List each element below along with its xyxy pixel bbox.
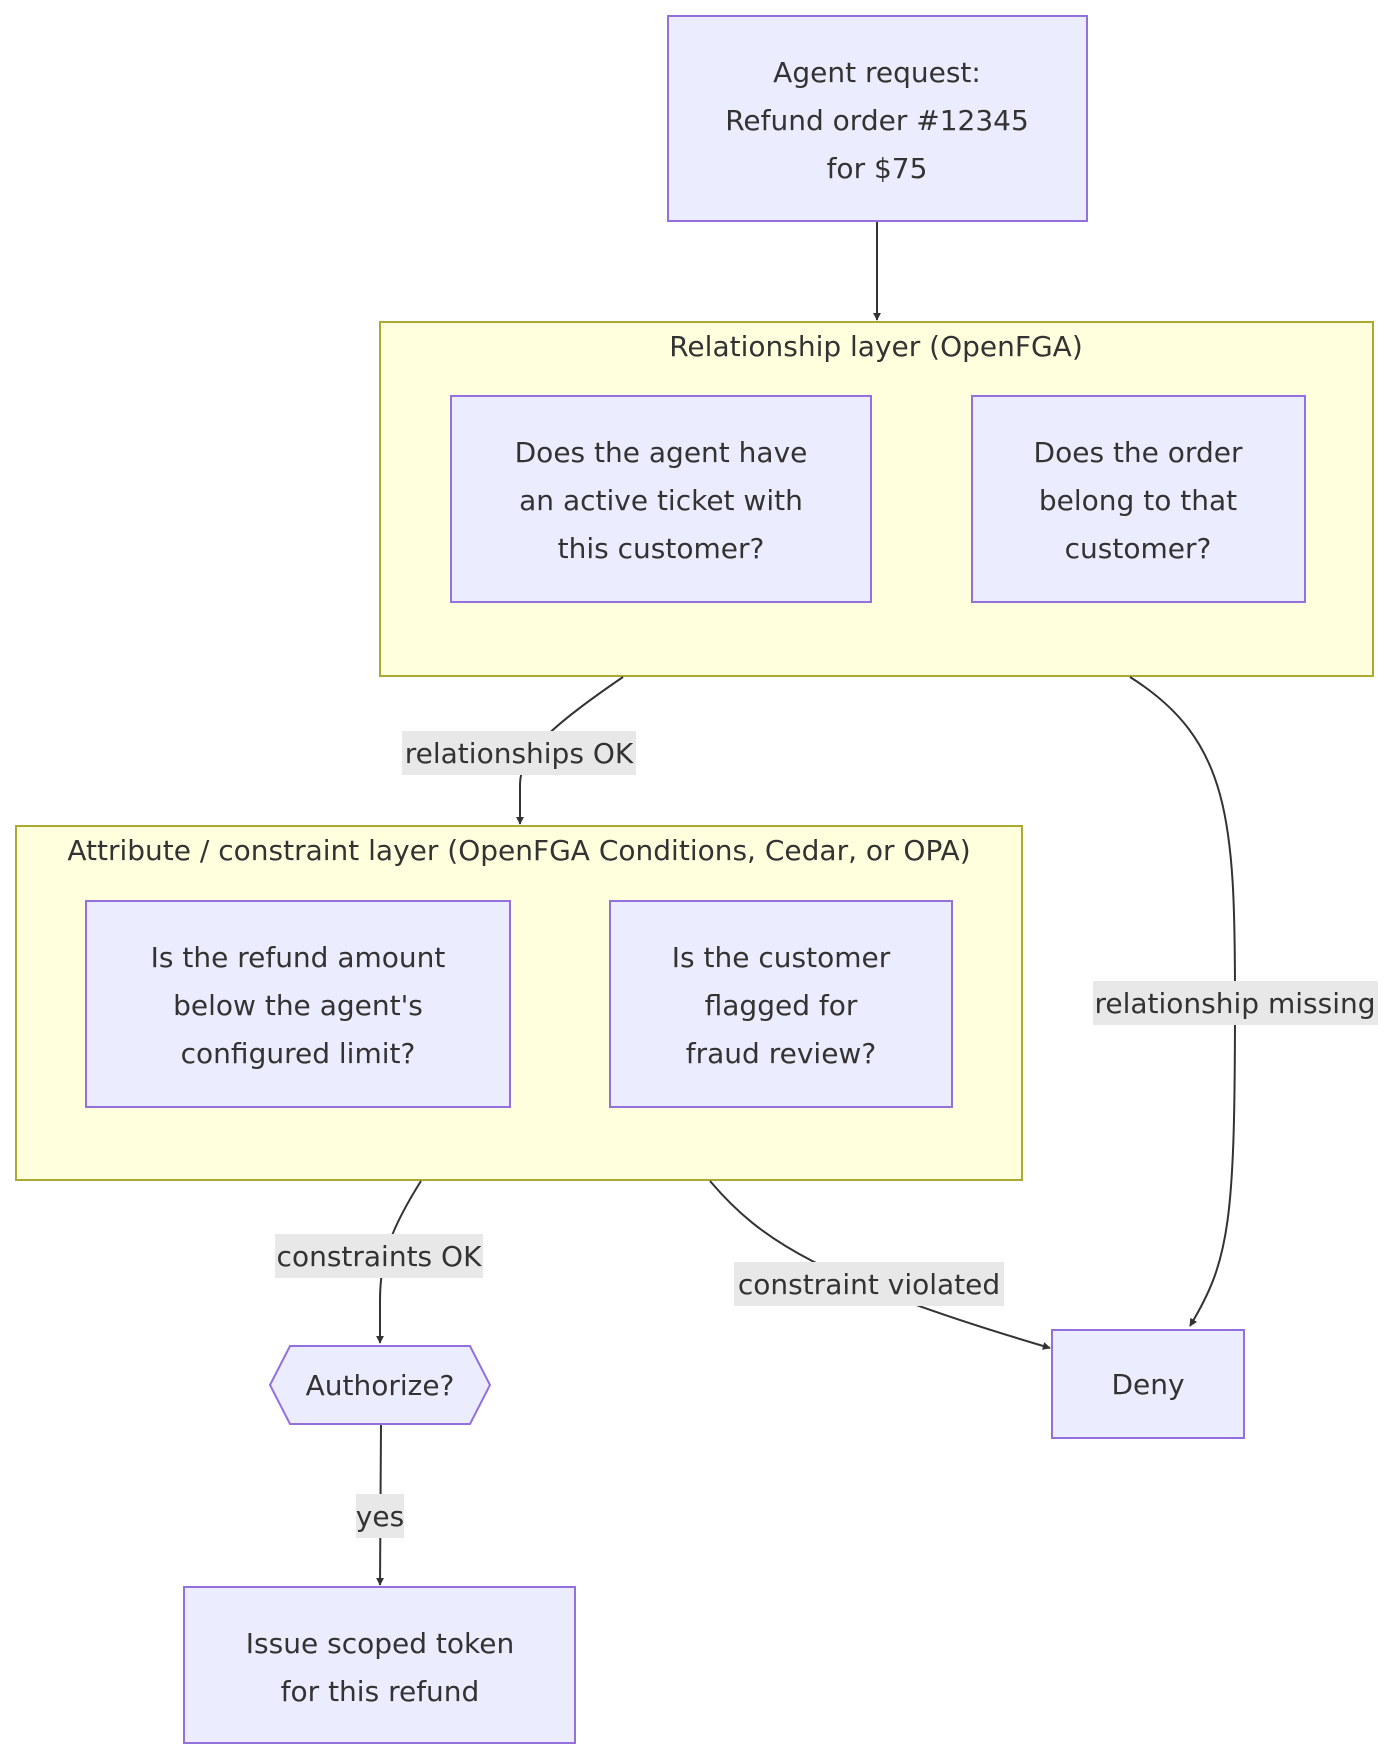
svg-text:below the agent's: below the agent's [173, 989, 423, 1022]
svg-text:customer?: customer? [1065, 532, 1212, 565]
relationship-layer-title: Relationship layer (OpenFGA) [669, 330, 1083, 363]
order-belongs-node: Does the order belong to that customer? [971, 395, 1306, 603]
svg-text:relationship missing: relationship missing [1094, 987, 1375, 1020]
svg-text:Issue scoped token: Issue scoped token [246, 1627, 514, 1660]
edge-label-constraint-violated: constraint violated [734, 1262, 1004, 1306]
refund-limit-node: Is the refund amount below the agent's c… [85, 900, 511, 1108]
svg-text:configured limit?: configured limit? [181, 1037, 416, 1070]
svg-text:constraint violated: constraint violated [738, 1268, 1000, 1301]
svg-text:yes: yes [356, 1500, 404, 1533]
svg-text:Does the agent have: Does the agent have [515, 436, 808, 469]
fraud-review-node: Is the customer flagged for fraud review… [609, 900, 953, 1108]
svg-text:Deny: Deny [1111, 1368, 1184, 1401]
svg-text:an active ticket with: an active ticket with [519, 484, 803, 517]
svg-text:for $75: for $75 [827, 152, 928, 185]
svg-text:belong to that: belong to that [1039, 484, 1237, 517]
edge-label-relationships-ok: relationships OK [402, 731, 636, 775]
svg-text:flagged for: flagged for [705, 989, 858, 1022]
svg-text:Is the customer: Is the customer [672, 941, 891, 974]
active-ticket-node: Does the agent have an active ticket wit… [450, 395, 872, 603]
svg-text:Is the refund amount: Is the refund amount [151, 941, 446, 974]
edge-constraint-violated [709, 1180, 1051, 1350]
edge-label-yes: yes [356, 1494, 404, 1538]
edge-label-constraints-ok: constraints OK [275, 1234, 483, 1278]
svg-text:for this refund: for this refund [281, 1675, 480, 1708]
svg-text:Agent request:: Agent request: [773, 56, 981, 89]
attribute-layer-title: Attribute / constraint layer (OpenFGA Co… [67, 834, 970, 867]
svg-text:constraints OK: constraints OK [277, 1240, 483, 1273]
svg-text:Refund order #12345: Refund order #12345 [725, 104, 1029, 137]
svg-text:Authorize?: Authorize? [306, 1369, 455, 1402]
issue-token-node: Issue scoped token for this refund [183, 1586, 576, 1744]
authorize-decision-node: Authorize? [268, 1345, 492, 1425]
agent-request-node: Agent request: Refund order #12345 for $… [667, 15, 1088, 222]
edge-label-relationship-missing: relationship missing [1093, 981, 1378, 1025]
deny-node: Deny [1051, 1329, 1245, 1439]
svg-text:relationships OK: relationships OK [405, 737, 634, 770]
svg-text:Does the order: Does the order [1034, 436, 1243, 469]
svg-text:this customer?: this customer? [558, 532, 765, 565]
svg-text:fraud review?: fraud review? [686, 1037, 876, 1070]
